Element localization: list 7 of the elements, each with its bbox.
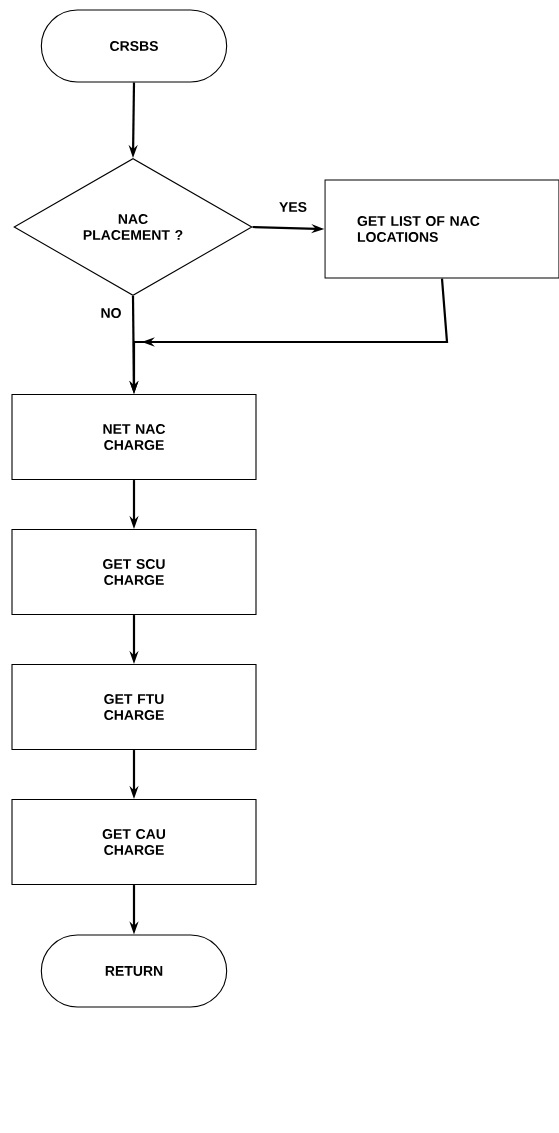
process-box: GET LIST OF NAC LOCATIONS — [324, 179, 559, 279]
process-box: GET CAU CHARGE — [11, 798, 257, 886]
process-box: NET NAC CHARGE — [11, 393, 257, 481]
edge-label: NO — [99, 307, 123, 319]
process-box: GET SCU CHARGE — [11, 528, 257, 616]
edge-label: YES — [278, 201, 308, 213]
process-box: GET FTU CHARGE — [11, 663, 257, 751]
